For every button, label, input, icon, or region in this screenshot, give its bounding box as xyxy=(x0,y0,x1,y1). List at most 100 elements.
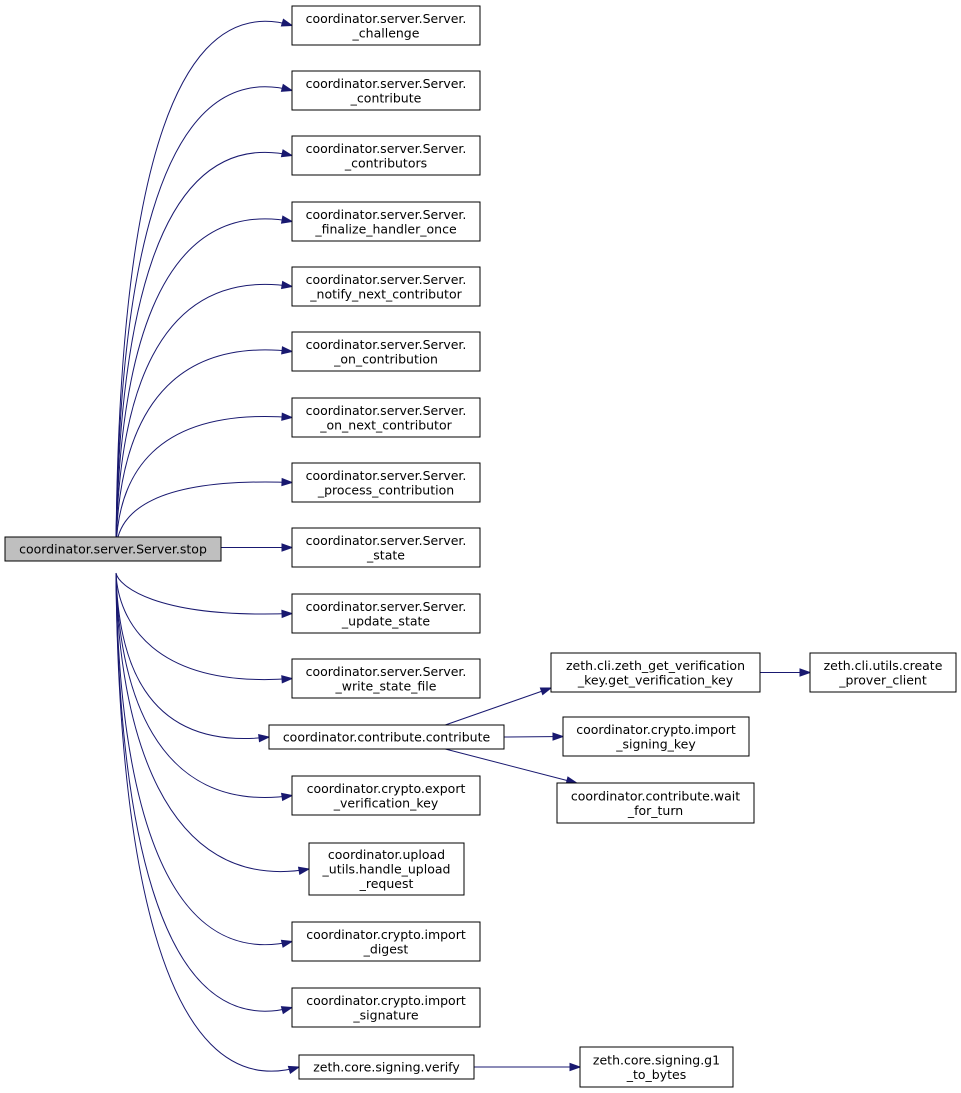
node-notify[interactable]: coordinator.server.Server._notify_next_c… xyxy=(291,266,481,307)
node-label: coordinator.server.Server. xyxy=(306,207,467,222)
node-box xyxy=(291,658,481,699)
node-label: coordinator.contribute.wait xyxy=(571,788,740,803)
node-label: _request xyxy=(359,876,414,891)
node-box xyxy=(809,652,957,693)
edge-root-to-on_contribution xyxy=(115,349,293,550)
arrowhead-challenge xyxy=(280,18,294,27)
node-box xyxy=(291,5,481,46)
node-label: _signature xyxy=(352,1007,418,1022)
arrowhead-get_vk xyxy=(539,687,553,696)
arrowhead-write_state xyxy=(281,675,294,684)
node-get_vk[interactable]: zeth.cli.zeth_get_verification_key.get_v… xyxy=(550,652,761,693)
edge-root-to-write_state xyxy=(115,572,293,681)
node-box xyxy=(298,1054,475,1080)
node-label: coordinator.server.Server. xyxy=(306,272,467,287)
arrowhead-finalize xyxy=(280,215,294,224)
node-label: zeth.cli.zeth_get_verification xyxy=(566,658,745,673)
node-update_state[interactable]: coordinator.server.Server._update_state xyxy=(291,593,481,634)
node-label: coordinator.server.Server. xyxy=(306,403,467,418)
edge-root-to-process xyxy=(115,481,293,550)
arrowhead-process xyxy=(281,477,294,487)
node-contribute[interactable]: coordinator.contribute.contribute xyxy=(268,724,505,750)
node-box xyxy=(291,397,481,438)
edge-root-to-notify xyxy=(115,284,293,550)
node-contribute_s[interactable]: coordinator.server.Server._contribute xyxy=(291,70,481,111)
node-challenge[interactable]: coordinator.server.Server._challenge xyxy=(291,5,481,46)
node-import_signature[interactable]: coordinator.crypto.import_signature xyxy=(291,987,481,1028)
edge-root-to-verify xyxy=(115,572,300,1072)
node-label: _utils.handle_upload xyxy=(322,862,451,877)
node-label: coordinator.server.Server. xyxy=(306,533,467,548)
node-handle_upload[interactable]: coordinator.upload_utils.handle_upload_r… xyxy=(308,842,465,896)
node-label: coordinator.crypto.import xyxy=(306,927,466,942)
edge-root-to-export_vk xyxy=(115,572,293,798)
call-edges xyxy=(115,18,812,1074)
node-box xyxy=(562,716,750,757)
node-box xyxy=(291,527,481,568)
node-box xyxy=(579,1046,734,1088)
edge-root-to-on_next xyxy=(115,415,293,550)
node-label: coordinator.server.Server. xyxy=(306,76,467,91)
node-label: coordinator.upload xyxy=(328,847,445,862)
node-label: _finalize_handler_once xyxy=(314,221,457,236)
node-label: _signing_key xyxy=(615,736,696,751)
node-import_signing[interactable]: coordinator.crypto.import_signing_key xyxy=(562,716,750,757)
node-label: coordinator.server.Server. xyxy=(306,337,467,352)
node-label: _contributors xyxy=(344,155,427,170)
node-label: _write_state_file xyxy=(335,678,437,693)
node-state[interactable]: coordinator.server.Server._state xyxy=(291,527,481,568)
call-nodes: coordinator.server.Server.stop coordinato… xyxy=(4,5,957,1088)
node-label: coordinator.crypto.import xyxy=(306,993,466,1008)
node-label: zeth.cli.utils.create xyxy=(824,658,943,673)
arrowhead-contribute xyxy=(258,734,271,743)
arrowhead-import_signature xyxy=(280,1006,294,1015)
edge-root-to-contributors xyxy=(115,151,293,550)
edge-contribute-to-get_vk xyxy=(445,687,552,726)
node-label: _prover_client xyxy=(838,672,927,687)
arrowhead-import_signing xyxy=(552,732,565,741)
arrowhead-handle_upload xyxy=(297,866,311,875)
node-label: coordinator.crypto.export xyxy=(307,781,466,796)
node-contributors[interactable]: coordinator.server.Server._contributors xyxy=(291,135,481,176)
edge-root-to-update_state xyxy=(115,572,293,615)
node-box xyxy=(556,782,755,824)
node-export_vk[interactable]: coordinator.crypto.export_verification_k… xyxy=(291,775,481,816)
node-on_next[interactable]: coordinator.server.Server._on_next_contr… xyxy=(291,397,481,438)
arrowhead-import_digest xyxy=(280,939,294,948)
edge-root-to-contribute_s xyxy=(115,86,293,550)
node-label: _challenge xyxy=(352,25,420,40)
node-write_state[interactable]: coordinator.server.Server._write_state_f… xyxy=(291,658,481,699)
node-finalize[interactable]: coordinator.server.Server._finalize_hand… xyxy=(291,201,481,242)
node-label: _state xyxy=(366,547,405,562)
node-box xyxy=(291,462,481,503)
node-label: _key.get_verification_key xyxy=(577,672,734,687)
node-box xyxy=(291,70,481,111)
node-box xyxy=(4,536,222,562)
node-import_digest[interactable]: coordinator.crypto.import_digest xyxy=(291,921,481,962)
node-process[interactable]: coordinator.server.Server._process_contr… xyxy=(291,462,481,503)
node-box xyxy=(291,331,481,372)
root-node[interactable]: coordinator.server.Server.stop xyxy=(4,536,222,562)
node-label: coordinator.contribute.contribute xyxy=(283,730,491,745)
node-box xyxy=(308,842,465,896)
node-g1_to_bytes[interactable]: zeth.core.signing.g1_to_bytes xyxy=(579,1046,734,1088)
node-verify[interactable]: zeth.core.signing.verify xyxy=(298,1054,475,1080)
edge-root-to-challenge xyxy=(115,20,293,550)
node-label: coordinator.server.Server. xyxy=(306,664,467,679)
node-wait_for_turn[interactable]: coordinator.contribute.wait_for_turn xyxy=(556,782,755,824)
node-box xyxy=(268,724,505,750)
node-label: _contribute xyxy=(350,90,422,105)
node-box xyxy=(291,593,481,634)
arrowhead-g1_to_bytes xyxy=(569,1062,582,1072)
edge-root-to-finalize xyxy=(115,218,293,550)
node-label: coordinator.server.Server. xyxy=(306,599,467,614)
node-box xyxy=(291,201,481,242)
node-label: _update_state xyxy=(341,613,431,628)
node-prover_client[interactable]: zeth.cli.utils.create_prover_client xyxy=(809,652,957,693)
arrowhead-verify xyxy=(287,1065,301,1074)
node-label: coordinator.server.Server. xyxy=(306,141,467,156)
node-label: _verification_key xyxy=(333,795,439,810)
node-on_contribution[interactable]: coordinator.server.Server._on_contributi… xyxy=(291,331,481,372)
node-label: _on_next_contributor xyxy=(319,417,452,432)
